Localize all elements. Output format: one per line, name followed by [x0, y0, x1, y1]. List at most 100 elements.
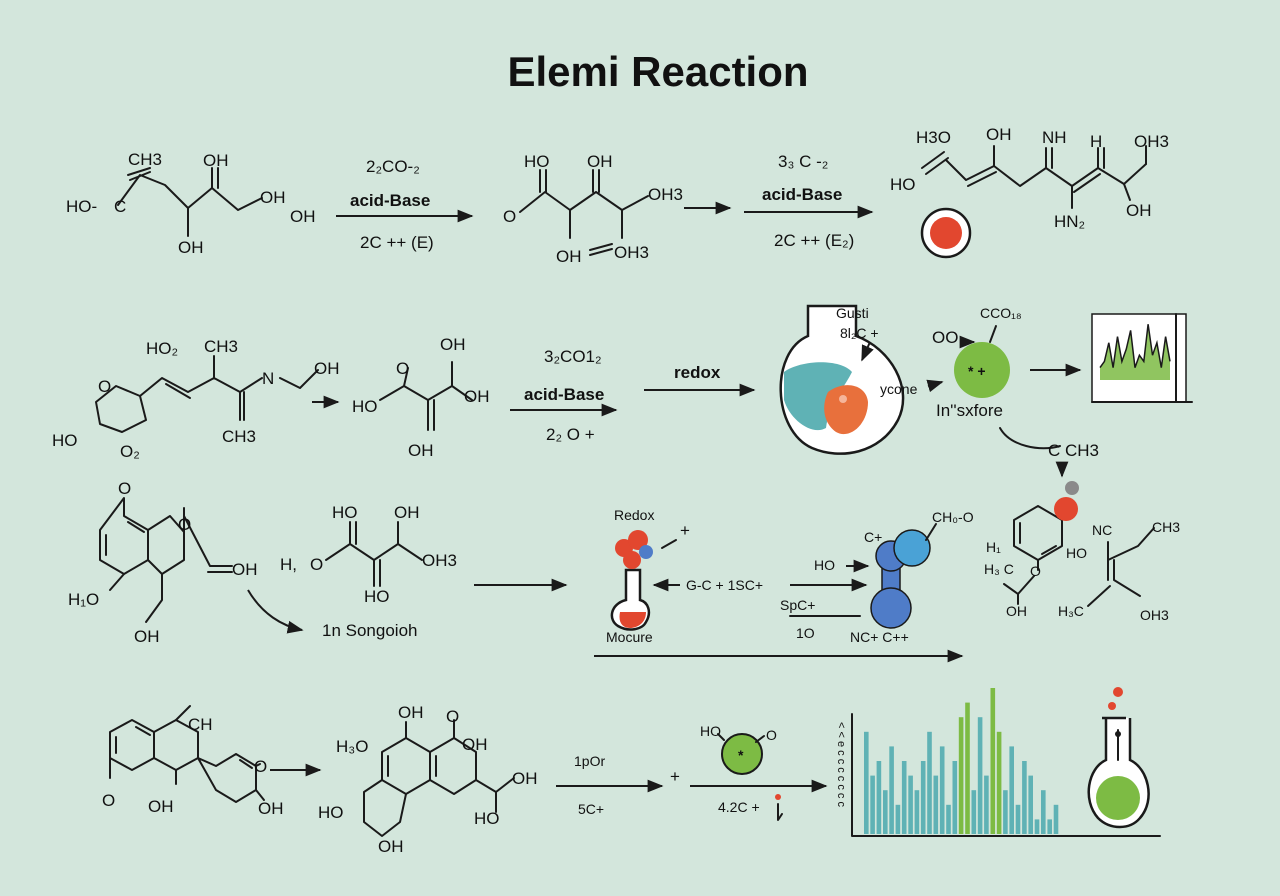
condition-label: 4.2C +	[718, 799, 760, 815]
flask-label: 8l₂C +	[840, 325, 879, 341]
atom-label: OH	[1126, 201, 1152, 220]
flask-label: Gusti	[836, 305, 869, 321]
atom-label: HO-	[66, 197, 97, 216]
condition-label: 2₂ O +	[546, 425, 595, 444]
sphere-label: ycone	[880, 381, 918, 397]
atom-label: OH	[260, 188, 286, 207]
row1-molecule-1: CH3 OH HO- C OH OH OH	[66, 150, 316, 257]
chart-marks	[1099, 324, 1171, 380]
atom-label: HO	[352, 397, 378, 416]
condition-label: 2C ++ (E)	[360, 233, 434, 252]
reagent-label: 3₂CO1₂	[544, 347, 602, 366]
test-tube-group: Redox + Mocure	[606, 507, 690, 645]
bar	[901, 761, 907, 834]
row2-arrow-2: redox	[644, 363, 756, 397]
atom-label: CH3	[222, 427, 256, 446]
bar	[1053, 804, 1059, 834]
atom-label: C	[114, 197, 126, 216]
atom-label: OH3	[422, 551, 457, 570]
atom-label: OH	[148, 797, 174, 816]
atom-label: HO	[474, 809, 500, 828]
atom-label: OH	[394, 503, 420, 522]
atom-label: H₁O	[68, 590, 99, 609]
spectrum-bar-chart: < < e c c c c c c c	[835, 688, 1161, 837]
atom-label: N	[262, 369, 274, 388]
equation-label: NC+ C++	[850, 629, 909, 645]
atom-label: OH	[440, 335, 466, 354]
reaction-type-label: redox	[674, 363, 721, 382]
equation-label: HO	[814, 557, 835, 573]
row1-molecule-2: HO OH O OH3 OH OH3	[503, 152, 732, 266]
page-title: Elemi Reaction	[507, 48, 808, 95]
atom-label: OH	[378, 837, 404, 856]
teal-liquid	[784, 362, 852, 431]
atom-label: HO	[52, 431, 78, 450]
bar	[933, 775, 939, 834]
row1-arrow-2: 3₃ C -₂ acid-Base 2C ++ (E₂)	[744, 152, 874, 250]
row4-molecule-2: OH O H₃O OH OH HO OH HO	[318, 703, 538, 856]
atom-label: OH	[512, 769, 538, 788]
reagent-label: 3₃ C -₂	[778, 152, 828, 171]
atom-label: OH	[587, 152, 613, 171]
red-sphere	[930, 217, 962, 249]
bar	[1003, 790, 1008, 834]
atom-label: OH3	[1140, 607, 1169, 623]
equation-label: C+	[864, 529, 882, 545]
atom-label: O	[254, 757, 267, 776]
volumetric-flask	[1087, 687, 1150, 829]
atom-label: CH₀-O	[932, 509, 974, 525]
plus-sign: +	[670, 767, 680, 786]
pointer-arrow	[861, 341, 874, 362]
atom-label: OH3	[648, 185, 683, 204]
atom-label: H	[1090, 132, 1102, 151]
row3-molecule-3: CH₀-O H₁ H₃ C O OH NC CH3 HO H₃C OH3	[932, 481, 1180, 623]
bar	[1034, 819, 1040, 834]
atom-label: NH	[1042, 128, 1067, 147]
bar	[946, 804, 951, 834]
bar	[1041, 790, 1046, 834]
bar	[958, 717, 964, 834]
atom-label: HO	[332, 503, 358, 522]
red-liquid	[619, 612, 646, 628]
atom-label: O	[310, 555, 323, 574]
curved-arrow	[247, 589, 304, 634]
bar	[864, 731, 869, 834]
reagent-label: 1pOr	[574, 753, 605, 769]
equation-label: SpC+	[780, 597, 815, 613]
bar	[927, 731, 932, 834]
atom-label: OH	[408, 441, 434, 460]
reagent-label: 2₂CO-₂	[366, 157, 420, 176]
atom-label: OH	[314, 359, 340, 378]
bar	[1015, 804, 1021, 834]
bar	[1022, 761, 1027, 834]
bar	[965, 702, 970, 834]
bar	[920, 761, 926, 834]
row2-arrow-1: 3₂CO1₂ acid-Base 2₂ O +	[510, 347, 618, 444]
bar	[990, 688, 996, 834]
atom-label: OH	[1006, 603, 1027, 619]
atom-label: HO	[524, 152, 550, 171]
green-sphere-group: * + OO CCO₁₈ ycone In''sxfore C CH3	[880, 305, 1099, 478]
bar	[883, 790, 888, 834]
atom-label: O	[102, 791, 115, 810]
pointer-arrow	[926, 379, 944, 393]
atom-label: *	[738, 747, 744, 763]
reaction-type-label: acid-Base	[350, 191, 430, 210]
sphere-label: C CH3	[1048, 441, 1099, 460]
condition-label: 2C ++ (E₂)	[774, 231, 854, 250]
sphere-label: OO	[932, 328, 958, 347]
bar	[977, 717, 983, 834]
row4-molecule-1: CH O O OH OH	[102, 705, 322, 818]
axis-label: < < e c c c c c c c	[835, 722, 847, 807]
atom-label: H₃O	[336, 737, 368, 756]
equation-label: 1O	[796, 625, 815, 641]
condition-label: 5C+	[578, 801, 604, 817]
row2-molecule-2: OH O HO OH OH	[352, 335, 490, 460]
bar	[984, 775, 989, 834]
atom-label: O	[118, 479, 131, 498]
bar	[996, 731, 1002, 834]
bar	[889, 746, 894, 834]
reaction-type-label: acid-Base	[524, 385, 604, 404]
caption-label: 1n Songoioh	[322, 621, 417, 640]
